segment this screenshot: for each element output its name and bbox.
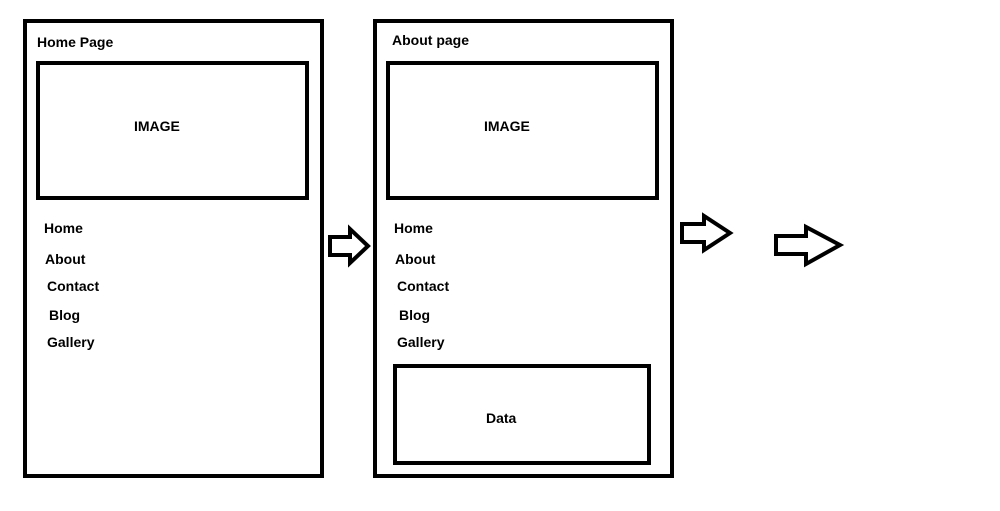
about-nav-contact[interactable]: Contact	[397, 278, 450, 294]
home-image-label: IMAGE	[134, 118, 180, 134]
home-nav-about[interactable]: About	[45, 251, 86, 267]
about-nav-gallery[interactable]: Gallery	[397, 334, 445, 350]
about-data-placeholder	[393, 364, 651, 465]
arrow-right-icon	[328, 224, 371, 268]
home-nav-blog[interactable]: Blog	[49, 307, 81, 323]
home-nav-contact[interactable]: Contact	[47, 278, 100, 294]
about-image-placeholder	[386, 61, 659, 200]
home-nav-home[interactable]: Home	[44, 220, 83, 236]
home-image-placeholder	[36, 61, 309, 200]
home-page-title: Home Page	[37, 34, 114, 50]
about-image-label: IMAGE	[484, 118, 530, 134]
home-nav-gallery[interactable]: Gallery	[47, 334, 95, 350]
about-nav-blog[interactable]: Blog	[399, 307, 431, 323]
arrow-right-icon	[680, 212, 734, 254]
about-page-title: About page	[392, 32, 469, 48]
about-nav-home[interactable]: Home	[394, 220, 433, 236]
about-nav-about[interactable]: About	[395, 251, 436, 267]
about-data-label: Data	[486, 410, 517, 426]
arrow-right-icon	[774, 223, 845, 268]
